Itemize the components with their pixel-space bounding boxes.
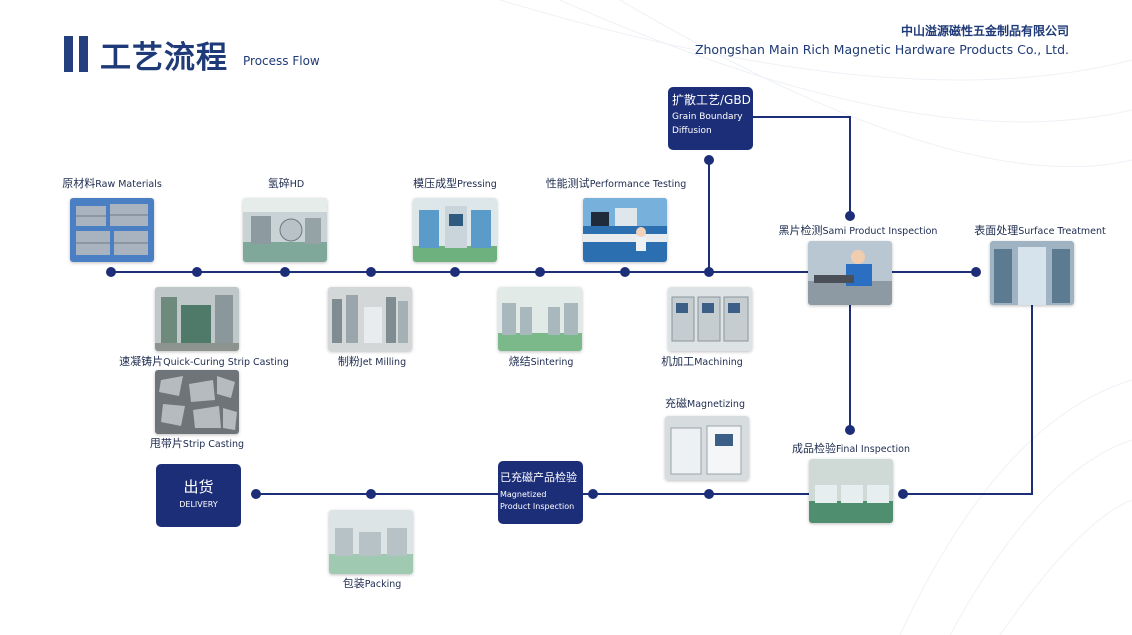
company-name-en: Zhongshan Main Rich Magnetic Hardware Pr… bbox=[694, 42, 1069, 57]
label-quick-curing: 速凝铸片Quick-Curing Strip Casting bbox=[119, 355, 289, 368]
raw-materials-photo bbox=[70, 198, 154, 262]
node-dot bbox=[898, 489, 908, 499]
node-dot bbox=[106, 267, 116, 277]
delivery-title: 出货 bbox=[183, 478, 214, 496]
label-pressing: 模压成型Pressing bbox=[413, 177, 497, 190]
delivery-box: 出货 DELIVERY bbox=[156, 464, 241, 527]
node-dot bbox=[251, 489, 261, 499]
performance-testing-photo bbox=[583, 198, 667, 262]
label-hd: 氢碎HD bbox=[267, 177, 305, 190]
node-dot bbox=[535, 267, 545, 277]
node-dot bbox=[366, 489, 376, 499]
final-inspection-photo bbox=[809, 459, 893, 523]
machining-photo bbox=[668, 287, 752, 351]
label-packing: 包装Packing bbox=[342, 577, 402, 590]
surface-treatment-photo bbox=[990, 241, 1074, 305]
magnetized-inspection-en1: Magnetized bbox=[500, 490, 547, 499]
label-final-inspection: 成品检验Final Inspection bbox=[792, 442, 910, 455]
magnetizing-photo bbox=[665, 416, 749, 480]
node-dot bbox=[845, 211, 855, 221]
magnetized-inspection-en2: Product Inspection bbox=[500, 502, 575, 511]
gbd-line3: Diffusion bbox=[672, 126, 712, 136]
hd-photo bbox=[243, 198, 327, 262]
node-dot bbox=[192, 267, 202, 277]
jet-milling-photo bbox=[328, 287, 412, 351]
packing-photo bbox=[329, 510, 413, 574]
title-accent-bars bbox=[64, 36, 90, 72]
label-machining: 机加工Machining bbox=[661, 355, 743, 368]
label-jet-milling: 制粉Jet Milling bbox=[337, 355, 407, 368]
label-sintering: 烧结Sintering bbox=[508, 355, 574, 368]
page-title: 工艺流程 bbox=[100, 40, 228, 76]
gbd-box: 扩散工艺/GBD Grain Boundary Diffusion bbox=[668, 87, 753, 150]
surface-return-line bbox=[903, 305, 1033, 495]
quick-curing-photo bbox=[155, 287, 239, 351]
magnetized-inspection-box: 已充磁产品检验 Magnetized Product Inspection bbox=[498, 461, 583, 524]
gbd-title: 扩散工艺/GBD bbox=[672, 93, 751, 107]
delivery-subtitle: DELIVERY bbox=[179, 500, 218, 509]
label-performance-testing: 性能测试Performance Testing bbox=[545, 177, 687, 190]
node-dot bbox=[704, 489, 714, 499]
magnetized-inspection-title: 已充磁产品检验 bbox=[500, 471, 577, 484]
label-strip-casting: 甩带片Strip Casting bbox=[149, 437, 245, 450]
page-subtitle: Process Flow bbox=[243, 54, 320, 68]
node-dot bbox=[845, 425, 855, 435]
label-magnetizing: 充磁Magnetizing bbox=[665, 397, 745, 410]
gbd-return-line bbox=[753, 116, 851, 216]
strip-casting-photo bbox=[155, 370, 239, 434]
node-dot bbox=[620, 267, 630, 277]
label-raw-materials: 原材料Raw Materials bbox=[62, 177, 162, 190]
label-sami-inspection: 黑片检测Sami Product Inspection bbox=[778, 224, 938, 237]
node-dot bbox=[704, 155, 714, 165]
sintering-photo bbox=[498, 287, 582, 351]
label-surface-treatment: 表面处理Surface Treatment bbox=[974, 224, 1106, 237]
node-dot bbox=[280, 267, 290, 277]
node-dot bbox=[704, 267, 714, 277]
node-dot bbox=[366, 267, 376, 277]
node-dot bbox=[588, 489, 598, 499]
gbd-line2: Grain Boundary bbox=[672, 112, 743, 122]
node-dot bbox=[971, 267, 981, 277]
company-name-zh: 中山溢源磁性五金制品有限公司 bbox=[900, 24, 1069, 38]
node-dot bbox=[450, 267, 460, 277]
sami-inspection-photo bbox=[808, 241, 892, 305]
pressing-photo bbox=[413, 198, 497, 262]
